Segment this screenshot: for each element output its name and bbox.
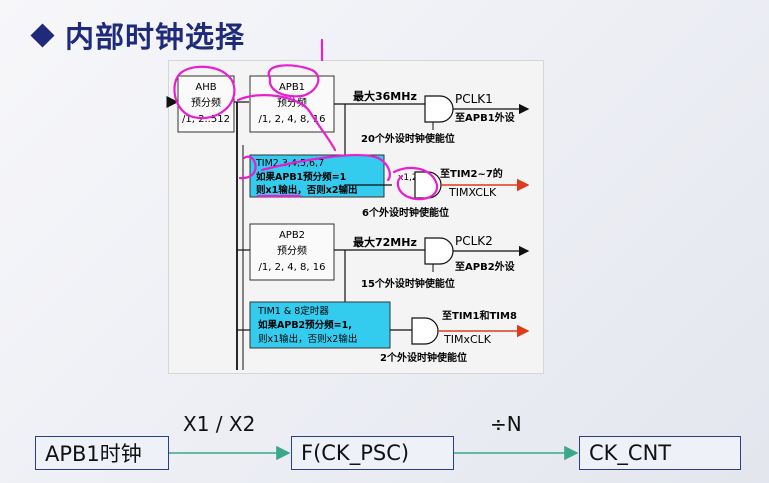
apb2-prescaler-box — [249, 223, 335, 281]
tim1-8-and-gate — [411, 317, 439, 345]
ck-psc-label: F(CK_PSC) — [301, 441, 410, 465]
tim-box1-line2: 如果APB1预分频=1 — [256, 171, 346, 183]
apb1-prescaler-box — [249, 75, 335, 133]
apb1-max-freq: 最大36MHz — [353, 89, 417, 103]
multiplier-label: X1 / X2 — [183, 412, 256, 436]
tim1-8-condition-box — [249, 301, 391, 349]
apb1-clock-box: APB1时钟 — [35, 436, 169, 470]
enable-bits-20: 20个外设时钟使能位 — [361, 132, 455, 145]
tim-box1-line3: 则x1输出，否则x2输出 — [256, 184, 357, 196]
tim-box2-line2: 如果APB2预分频=1, — [258, 319, 352, 331]
ck-cnt-box: CK_CNT — [579, 436, 741, 470]
pclk2-label: PCLK2 — [455, 234, 493, 248]
apb2-box-line3: /1, 2, 4, 8, 16 — [259, 262, 326, 273]
tim-box2-line3: 则x1输出，否则x2输出 — [258, 333, 357, 345]
apb2-box-line1: APB2 — [279, 230, 305, 241]
pclk1-label: PCLK1 — [455, 92, 493, 106]
ahb-box-line1: AHB — [195, 82, 216, 93]
ahb-prescaler-box — [177, 75, 235, 133]
pclk1-and-gate — [424, 95, 454, 123]
enable-bits-15: 15个外设时钟使能位 — [361, 277, 455, 290]
x2-multiplier-label: x1,2 — [398, 173, 418, 183]
tim-box2-line1: TIM1 & 8定时器 — [257, 305, 329, 317]
apb2-box-line2: 预分频 — [277, 244, 307, 257]
ahb-box-line2: 预分频 — [191, 96, 221, 109]
timxclk-label-lower: TIMxCLK — [443, 333, 492, 346]
enable-bits-2: 2个外设时钟使能位 — [380, 351, 467, 364]
to-apb2-label: 至APB2外设 — [455, 260, 515, 273]
ck-cnt-label: CK_CNT — [589, 441, 672, 465]
ck-psc-box: F(CK_PSC) — [291, 436, 454, 470]
apb1-box-line3: /1, 2, 4, 8, 16 — [259, 114, 326, 125]
ahb-box-line3: /1, 2..512 — [182, 114, 230, 125]
pclk2-and-gate — [424, 237, 454, 265]
to-apb1-label: 至APB1外设 — [455, 111, 515, 124]
divider-label: ÷N — [490, 412, 522, 436]
tim2-7-condition-box — [249, 154, 385, 198]
handwritten-annotations — [173, 38, 439, 201]
timxclk-label-upper: TIMXCLK — [448, 186, 497, 199]
apb1-box-line1: APB1 — [279, 82, 305, 93]
apb1-box-line2: 预分频 — [277, 96, 307, 109]
apb1-clock-label: APB1时钟 — [45, 442, 142, 466]
to-tim2-7-label: 至TIM2~7的 — [440, 167, 503, 180]
apb2-max-freq: 最大72MHz — [353, 235, 417, 249]
slide-title: 内部时钟选择 — [30, 14, 246, 56]
enable-bits-6: 6个外设时钟使能位 — [362, 206, 449, 219]
to-tim1-8-label: 至TIM1和TIM8 — [442, 309, 517, 322]
slide-title-text: 内部时钟选择 — [65, 20, 246, 54]
